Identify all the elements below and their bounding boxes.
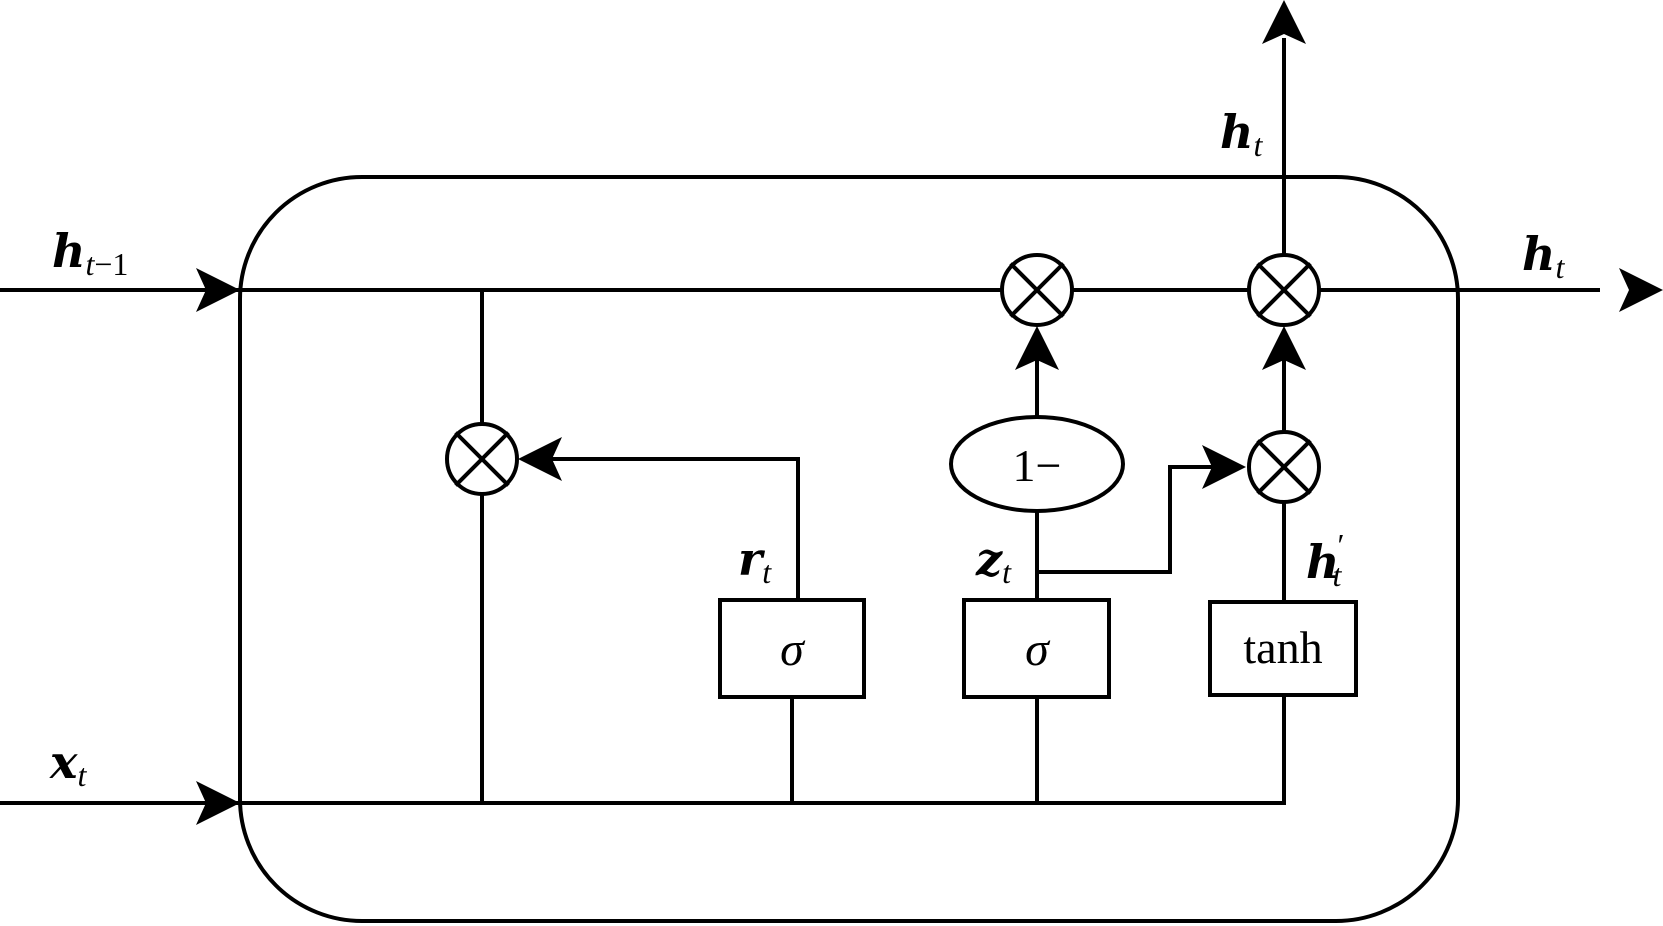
tanh-label: tanh: [1243, 622, 1322, 673]
reset-gate-box: [718, 598, 866, 699]
output-multiplier: [1247, 253, 1321, 327]
arrowhead-one-minus-to-forget: [1015, 326, 1059, 370]
h-out-right-label: ht: [1522, 227, 1565, 285]
arrowhead-z-to-candidate: [1202, 445, 1246, 489]
h-prev-label: ht−1: [52, 224, 128, 282]
arrowhead-r-to-reset: [518, 437, 562, 481]
arrowhead-x: [196, 781, 240, 825]
arrowhead-h-prev: [196, 268, 240, 312]
z-t-label: zt: [975, 532, 1012, 590]
update-gate-sigma: σ: [1025, 623, 1051, 676]
h-out-top-label: ht: [1220, 105, 1263, 163]
arrowhead-candidate-to-output: [1262, 326, 1306, 370]
r-t-label: rt: [738, 532, 772, 590]
z-to-candidate-line: [1035, 465, 1212, 574]
reset-gate-sigma: σ: [780, 623, 806, 676]
x-t-label: xt: [49, 735, 87, 793]
update-gate-box: [962, 598, 1111, 699]
one-minus-label: 1−: [1013, 440, 1062, 491]
arrowhead-h-out-right: [1619, 268, 1663, 312]
tanh-box: [1208, 600, 1358, 697]
forget-multiplier: [1000, 253, 1074, 327]
h-cand-label: h′t: [1306, 527, 1344, 593]
reset-multiplier: [445, 422, 519, 496]
cell-boundary: [238, 175, 1460, 923]
r-gate-output-line: [538, 457, 800, 602]
arrowhead-h-out-top: [1262, 0, 1306, 44]
one-minus-node: [949, 415, 1125, 513]
candidate-multiplier: [1247, 430, 1321, 504]
